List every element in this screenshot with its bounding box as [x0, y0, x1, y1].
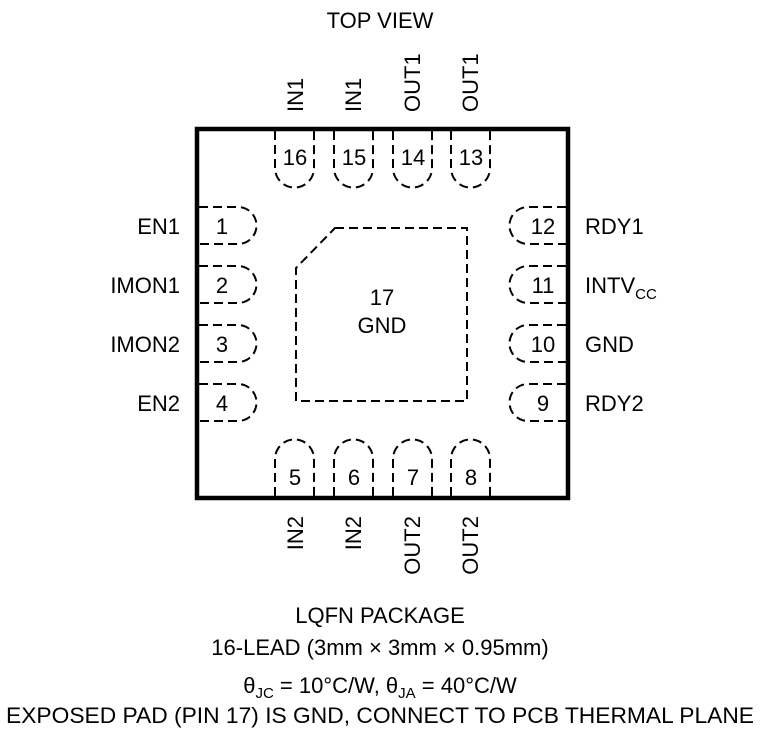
pin-number: 13	[459, 145, 483, 170]
pin-label: RDY1	[585, 214, 644, 239]
pin-pad	[199, 324, 258, 363]
pin-label: OUT2	[458, 516, 483, 575]
pin-label: IN1	[283, 78, 308, 112]
pin-pad	[274, 438, 315, 496]
pin-number: 5	[289, 465, 301, 490]
pin-pad	[199, 383, 258, 422]
pin-12: 12 RDY1	[508, 206, 644, 245]
pin-9: 9 RDY2	[508, 383, 644, 422]
pin-6: 6 IN2	[333, 438, 374, 550]
pin-number: 9	[537, 391, 549, 416]
pin-pad	[450, 131, 491, 189]
pin-pad	[508, 206, 566, 245]
pin-pad	[508, 324, 566, 363]
package-dimensions: 16-LEAD (3mm × 3mm × 0.95mm)	[211, 635, 548, 660]
pin-label: RDY2	[585, 391, 644, 416]
exposed-pad-number: 17	[370, 285, 394, 310]
exposed-pad-outline	[295, 227, 468, 402]
pin-14: 14 OUT1	[392, 53, 433, 189]
pin-label: IMON2	[110, 332, 180, 357]
pin-number: 11	[532, 273, 555, 298]
pin-label: IN1	[341, 78, 366, 112]
pin-label: EN2	[137, 391, 180, 416]
pin-pad	[333, 438, 374, 496]
pin-pad	[274, 131, 315, 189]
pin-label: IN2	[283, 516, 308, 550]
pin-pad	[508, 265, 566, 304]
bottom-pins: 5 IN2 6 IN2 7 OUT2 8 OUT2	[274, 438, 491, 575]
pin-number: 10	[531, 332, 555, 357]
pin-13: 13 OUT1	[450, 53, 491, 189]
pin-label: EN1	[137, 214, 180, 239]
pin-number: 4	[216, 391, 228, 416]
pin-label: OUT2	[400, 516, 425, 575]
pin-label-subscript: CC	[635, 286, 657, 303]
exposed-pad-label: GND	[358, 313, 407, 338]
pin-pad	[508, 383, 566, 422]
pin-number: 2	[216, 273, 228, 298]
thermal-resistance: θJC = 10°C/W, θJA = 40°C/W	[243, 673, 517, 702]
package-outline	[194, 126, 571, 501]
pin-pad	[392, 438, 433, 496]
package-name: LQFN PACKAGE	[295, 603, 465, 628]
pin-pad	[199, 206, 258, 245]
pin-4: 4 EN2	[137, 383, 258, 422]
pin-2: 2 IMON1	[110, 265, 258, 304]
pin-label: IMON1	[110, 273, 180, 298]
pin-number: 14	[401, 145, 425, 170]
pin-label: GND	[585, 332, 634, 357]
pin-pad	[199, 265, 258, 304]
pin-label: IN2	[341, 516, 366, 550]
pin-16: 16 IN1	[274, 78, 315, 189]
pin-number: 1	[216, 214, 228, 239]
pin-number: 16	[283, 145, 307, 170]
pin-number: 7	[407, 465, 419, 490]
package-caption: LQFN PACKAGE 16-LEAD (3mm × 3mm × 0.95mm…	[6, 603, 754, 728]
exposed-pad: 17 GND	[295, 227, 468, 402]
pin-number: 15	[342, 145, 366, 170]
pin-label: INTVCC	[585, 273, 657, 303]
exposed-pad-note: EXPOSED PAD (PIN 17) IS GND, CONNECT TO …	[6, 703, 754, 728]
top-pins: 16 IN1 15 IN1 14 OUT1 13 OUT1	[274, 53, 491, 189]
pin-11: 11 INTVCC	[508, 265, 657, 304]
pin-number: 3	[216, 332, 228, 357]
pin-label: OUT1	[400, 53, 425, 112]
pin-pad	[450, 438, 491, 496]
pin-label: OUT1	[458, 53, 483, 112]
pin-number: 6	[348, 465, 360, 490]
pin-1: 1 EN1	[137, 206, 258, 245]
pin-15: 15 IN1	[333, 78, 374, 189]
pin-pad	[333, 131, 374, 189]
pin-number: 12	[531, 214, 555, 239]
pin-7: 7 OUT2	[392, 438, 433, 575]
pin-3: 3 IMON2	[110, 324, 258, 363]
left-pins: 1 EN1 2 IMON1 3 IMON2 4 EN2	[110, 206, 258, 422]
pin-pad	[392, 131, 433, 189]
right-pins: 12 RDY1 11 INTVCC 10 GND 9 RDY2	[508, 206, 657, 422]
pin-8: 8 OUT2	[450, 438, 491, 575]
pin-10: 10 GND	[508, 324, 634, 363]
pin-5: 5 IN2	[274, 438, 315, 550]
diagram-title: TOP VIEW	[327, 8, 434, 33]
pin-number: 8	[465, 465, 477, 490]
